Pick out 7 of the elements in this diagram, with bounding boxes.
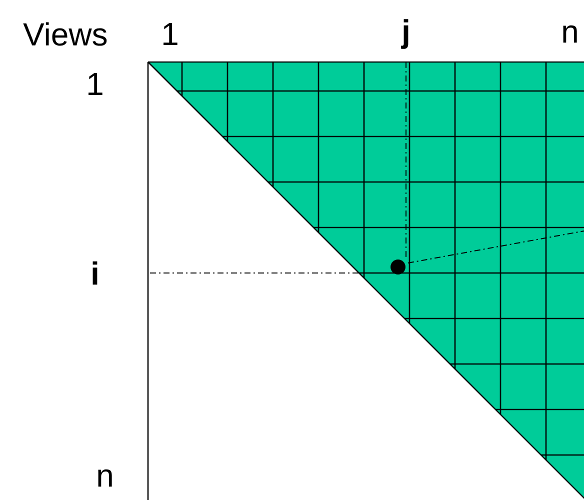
axis-label: n — [563, 25, 577, 43]
axis-label: j — [401, 19, 408, 49]
axis-label: 1 — [164, 23, 178, 45]
axis-label: n — [98, 469, 112, 487]
axis-label: 1 — [88, 73, 102, 95]
axis-label: i — [92, 261, 98, 285]
axis-title: Views — [23, 22, 107, 46]
